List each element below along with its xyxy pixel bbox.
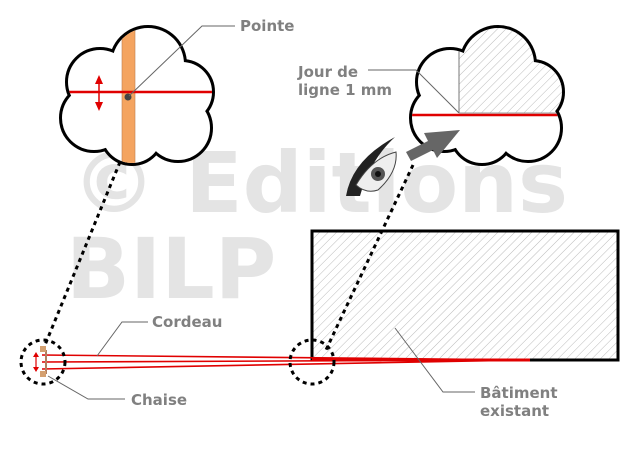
- cordeau-leader: [96, 321, 148, 357]
- label-pointe: Pointe: [240, 17, 294, 35]
- batiment-leader: [394, 327, 475, 393]
- label-batiment-line2: existant: [480, 402, 549, 420]
- chaise-leader: [47, 375, 125, 400]
- label-chaise: Chaise: [131, 391, 187, 409]
- label-jour-line1: Jour de: [297, 63, 358, 81]
- detail-circle-building: [288, 338, 336, 386]
- label-batiment-line1: Bâtiment: [480, 384, 558, 402]
- sight-arrow-icon: [406, 130, 460, 161]
- detail-cloud-pointe: [59, 25, 215, 166]
- eye-icon: [346, 137, 397, 196]
- zoom-connector-right: [323, 164, 415, 353]
- label-cordeau: Cordeau: [152, 313, 222, 331]
- pointe-leader: [128, 25, 235, 97]
- watermark-line2: BILP: [66, 220, 276, 318]
- jour-leader: [368, 69, 460, 114]
- existing-building: [310, 229, 620, 362]
- detail-cloud-jour: [409, 25, 565, 166]
- detail-circle-chaise: [19, 338, 67, 386]
- zoom-connector-left: [43, 161, 122, 346]
- label-jour-line2: ligne 1 mm: [298, 81, 392, 99]
- adjust-arrow-icon: [95, 75, 103, 111]
- chaise: [33, 346, 47, 377]
